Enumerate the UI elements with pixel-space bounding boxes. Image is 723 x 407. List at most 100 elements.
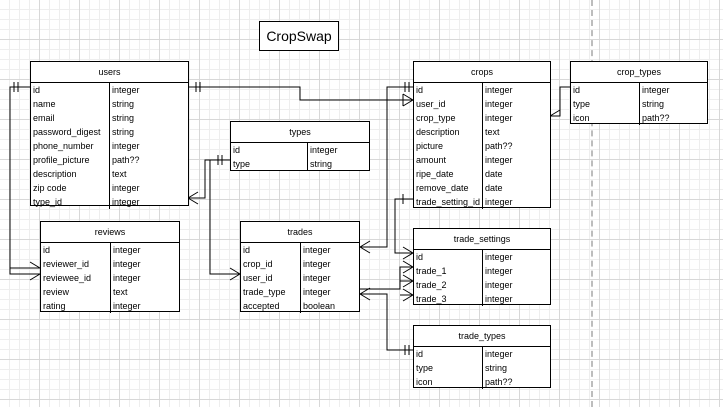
field-name: picture: [414, 139, 483, 153]
field-name: id: [231, 143, 308, 157]
field-type: integer: [112, 85, 140, 95]
field-type: integer: [485, 294, 513, 304]
field-type: integer: [303, 273, 331, 283]
field-name: id: [414, 347, 483, 361]
field-type: date: [485, 169, 503, 179]
field-name: review: [41, 285, 111, 299]
field-name: trade_setting_id: [414, 195, 483, 209]
field-name: id: [241, 243, 301, 257]
field-type: string: [112, 127, 135, 137]
field-type: text: [485, 127, 500, 137]
field-type: integer: [113, 245, 141, 255]
field-name: trade_1: [414, 264, 483, 278]
field-type: integer: [303, 287, 331, 297]
table-title: crop_types: [571, 62, 707, 83]
field-name: user_id: [241, 271, 301, 285]
field-type: integer: [485, 252, 513, 262]
field-type: integer: [485, 85, 513, 95]
field-name: id: [31, 83, 110, 97]
field-name: icon: [571, 111, 640, 125]
field-type: integer: [485, 155, 513, 165]
table-title: reviews: [41, 222, 179, 243]
field-name: reviewer_id: [41, 257, 111, 271]
field-type: integer: [303, 245, 331, 255]
table-title: users: [31, 62, 188, 83]
field-type: integer: [485, 113, 513, 123]
table-title: trades: [241, 222, 359, 243]
rel-users-types: [188, 159, 230, 199]
field-name: trade_2: [414, 278, 483, 292]
field-type: integer: [485, 280, 513, 290]
field-type: text: [113, 287, 128, 297]
rel-crops-croptypes: [550, 86, 570, 117]
field-name: email: [31, 111, 110, 125]
field-type: integer: [485, 349, 513, 359]
field-type: text: [112, 169, 127, 179]
field-name: description: [414, 125, 483, 139]
field-name: description: [31, 167, 110, 181]
rel-tradesettings-trades: [360, 266, 413, 296]
field-type: date: [485, 183, 503, 193]
field-name: name: [31, 97, 110, 111]
field-name: crop_id: [241, 257, 301, 271]
field-name: profile_picture: [31, 153, 110, 167]
field-type: integer: [642, 85, 670, 95]
field-type: integer: [113, 273, 141, 283]
field-name: trade_type: [241, 285, 301, 299]
field-name: id: [571, 83, 640, 97]
field-name: type: [414, 361, 483, 375]
field-name: trade_3: [414, 292, 483, 306]
field-name: amount: [414, 153, 483, 167]
field-name: ripe_date: [414, 167, 483, 181]
field-name: id: [414, 83, 483, 97]
field-name: type_id: [31, 195, 110, 209]
field-name: id: [41, 243, 111, 257]
field-name: id: [414, 250, 483, 264]
field-type: string: [112, 99, 135, 109]
page-divider: [591, 0, 593, 407]
field-type: path??: [642, 113, 670, 123]
field-type: integer: [113, 259, 141, 269]
field-name: password_digest: [31, 125, 110, 139]
field-type: string: [310, 159, 333, 169]
field-name: user_id: [414, 97, 483, 111]
field-name: phone_number: [31, 139, 110, 153]
field-type: integer: [485, 197, 513, 207]
field-type: integer: [485, 266, 513, 276]
field-type: string: [642, 99, 665, 109]
field-name: type: [571, 97, 640, 111]
